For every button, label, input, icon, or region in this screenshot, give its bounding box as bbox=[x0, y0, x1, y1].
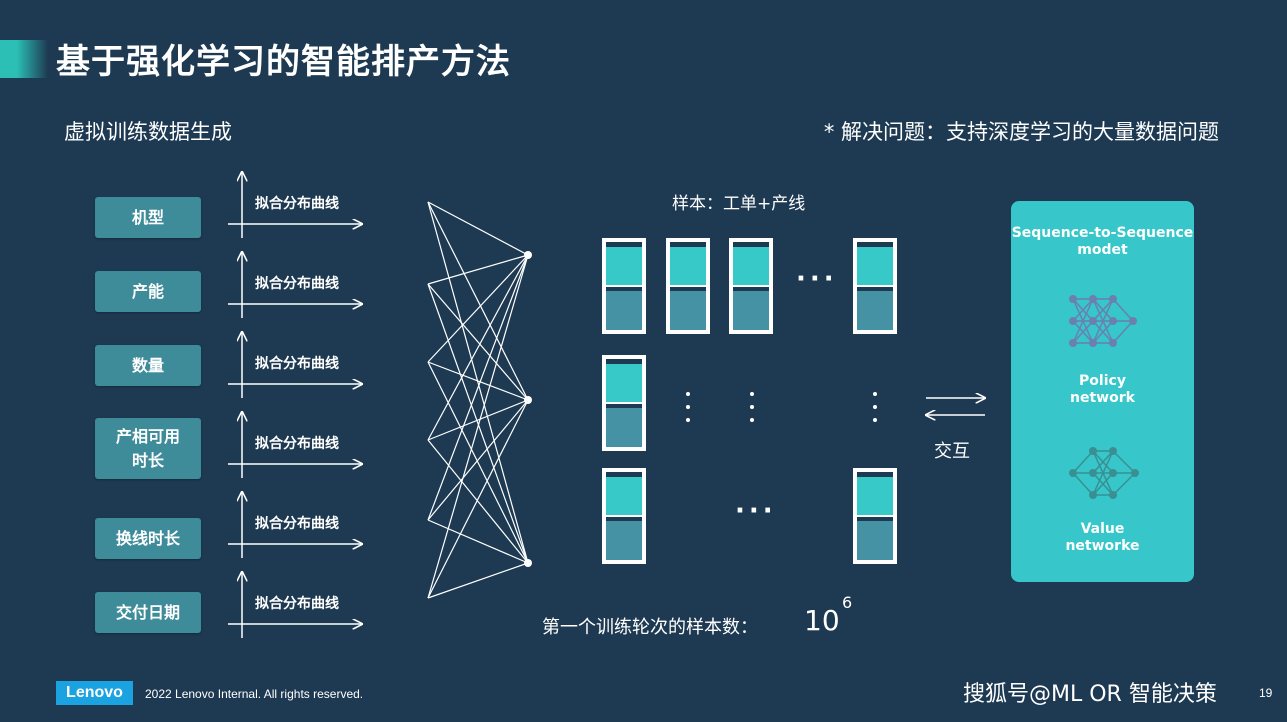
slide-title: 基于强化学习的智能排产方法 bbox=[56, 42, 511, 82]
sample-count-exponent: 6 bbox=[842, 593, 853, 612]
interaction-label: 交互 bbox=[934, 441, 970, 462]
generator-network-nodes bbox=[524, 251, 532, 567]
network-edge bbox=[427, 254, 529, 441]
axis-icon bbox=[228, 172, 362, 238]
feature-label: 机型 bbox=[131, 207, 164, 227]
page-number: 19 bbox=[1259, 686, 1273, 700]
axis-icon bbox=[228, 412, 362, 478]
sample-card bbox=[853, 238, 897, 334]
network-edge bbox=[427, 254, 529, 599]
sample-card bbox=[666, 238, 710, 334]
curve-label: 拟合分布曲线 bbox=[255, 356, 339, 372]
sample-card bbox=[602, 238, 646, 334]
lenovo-logo: Lenovo bbox=[56, 681, 133, 705]
generator-network-lines bbox=[427, 201, 529, 599]
value-network-icon bbox=[1069, 447, 1139, 499]
axis-icon bbox=[228, 332, 362, 398]
ellipsis-vertical bbox=[750, 392, 754, 431]
interaction-arrows-icon bbox=[926, 398, 985, 415]
network-edge bbox=[427, 201, 529, 564]
network-edge bbox=[427, 519, 529, 564]
network-edge bbox=[427, 254, 529, 521]
sample-card bbox=[602, 468, 646, 564]
ellipsis-horizontal: ··· bbox=[735, 496, 777, 526]
feature-box-quantity: 数量 bbox=[95, 345, 201, 386]
ellipsis-vertical bbox=[873, 392, 877, 431]
ellipsis-horizontal: ··· bbox=[796, 264, 838, 294]
policy-network-icon bbox=[1069, 295, 1137, 347]
watermark: 搜狐号@ML OR 智能决策 bbox=[963, 682, 1217, 707]
feature-box-available-time: 产相可用 时长 bbox=[95, 418, 201, 479]
network-edge bbox=[427, 399, 529, 441]
feature-label: 换线时长 bbox=[115, 528, 180, 548]
axis-icon bbox=[228, 492, 362, 558]
sample-count-value: 10 bbox=[804, 604, 840, 637]
network-edge bbox=[427, 399, 529, 599]
model-panel: Sequence-to-Sequence modet Policy networ… bbox=[1011, 201, 1194, 582]
network-edge bbox=[427, 254, 529, 363]
feature-box-capacity: 产能 bbox=[95, 271, 201, 312]
curve-label: 拟合分布曲线 bbox=[255, 596, 339, 612]
title-accent-bar bbox=[0, 40, 48, 78]
axis-icon bbox=[228, 252, 362, 318]
network-edge bbox=[427, 283, 529, 564]
curve-label: 拟合分布曲线 bbox=[255, 516, 339, 532]
policy-network-label: Policy network bbox=[1070, 373, 1135, 406]
curve-label: 拟合分布曲线 bbox=[255, 436, 339, 452]
network-edge bbox=[427, 283, 529, 401]
copyright-text: 2022 Lenovo Internal. All rights reserve… bbox=[145, 687, 364, 701]
network-edge bbox=[427, 254, 529, 285]
value-network-label: Value networke bbox=[1065, 521, 1140, 554]
samples-title: 样本：工单+产线 bbox=[672, 194, 806, 214]
curve-label: 拟合分布曲线 bbox=[255, 276, 339, 292]
sample-card bbox=[853, 468, 897, 564]
feature-label: 数量 bbox=[131, 355, 164, 375]
network-edge bbox=[427, 439, 529, 564]
sample-count-caption: 第一个训练轮次的样本数： bbox=[542, 617, 758, 638]
problem-note: * 解决问题：支持深度学习的大量数据问题 bbox=[823, 120, 1219, 144]
network-edge bbox=[427, 562, 529, 599]
network-edge bbox=[427, 361, 529, 401]
sample-card bbox=[602, 355, 646, 451]
network-edge bbox=[427, 361, 529, 564]
ellipsis-vertical bbox=[686, 392, 690, 431]
feature-box-changeover-time: 换线时长 bbox=[95, 518, 201, 559]
feature-box-model: 机型 bbox=[95, 197, 201, 238]
network-edge bbox=[427, 201, 529, 256]
sample-card bbox=[729, 238, 773, 334]
model-title: Sequence-to-Sequence modet bbox=[1011, 225, 1194, 258]
feature-label: 交付日期 bbox=[115, 602, 180, 622]
axis-icon bbox=[228, 572, 362, 638]
feature-box-delivery-date: 交付日期 bbox=[95, 592, 201, 633]
network-edge bbox=[427, 399, 529, 521]
section-subtitle: 虚拟训练数据生成 bbox=[64, 120, 232, 144]
feature-label: 产能 bbox=[131, 281, 164, 301]
feature-label: 产相可用 时长 bbox=[115, 426, 180, 470]
curve-label: 拟合分布曲线 bbox=[255, 196, 339, 212]
network-edge bbox=[427, 201, 529, 401]
